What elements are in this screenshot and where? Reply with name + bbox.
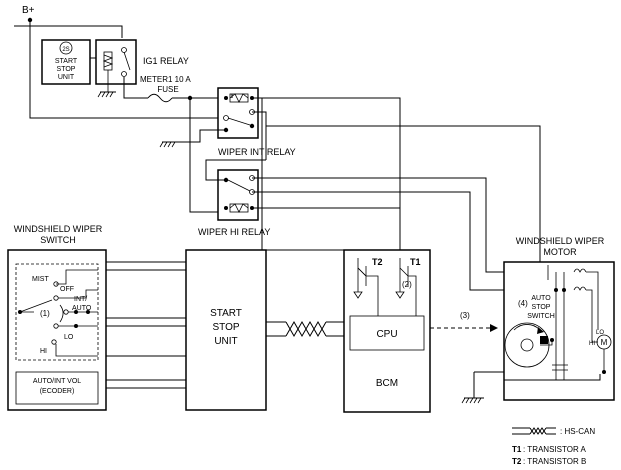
transistor-t2	[353, 258, 379, 316]
bplus-wire	[29, 18, 232, 119]
int-auto-label-2: AUTO	[72, 305, 92, 312]
fuse-symbol	[147, 93, 173, 103]
switch-internals	[18, 269, 98, 357]
wws-title-2: SWITCH	[40, 235, 76, 245]
hi-label: HI	[40, 348, 47, 355]
legend-t1-text: : TRANSISTOR A	[523, 445, 586, 454]
motor-hi-label: HI	[589, 341, 595, 347]
ssu-small-line3: UNIT	[58, 74, 75, 81]
mist-label: MIST	[32, 276, 49, 283]
off-label: OFF	[60, 286, 74, 293]
motor-internal-wiring: M	[547, 265, 612, 380]
wiper-int-relay-label: WIPER INT RELAY	[218, 147, 296, 157]
bcm-label: BCM	[376, 378, 398, 389]
legend-t2-text: : TRANSISTOR B	[523, 457, 586, 466]
ground-motor	[461, 397, 484, 404]
start-stop-unit	[185, 249, 267, 411]
motor-m-label: M	[601, 338, 608, 347]
encoder-label-2: (ECODER)	[40, 388, 75, 395]
callout-3: (3)	[460, 311, 470, 320]
legend-t2-key: T2	[512, 457, 522, 466]
wwm-title-1: WINDSHIELD WIPER	[516, 236, 605, 246]
int-auto-label-1: INT/	[74, 296, 87, 303]
lo-label: LO	[64, 334, 74, 341]
motor-ground-wire	[474, 371, 601, 381]
ig1-to-fuse-wire	[123, 77, 148, 99]
ssu-label-1: START	[210, 308, 242, 319]
windshield-wiper-motor	[503, 261, 615, 401]
wwm-title-2: MOTOR	[543, 247, 577, 257]
int-relay-to-motor-wire	[266, 125, 548, 266]
legend-hs-can: : HS-CAN	[560, 427, 595, 436]
legend-t1-key: T1	[512, 445, 522, 454]
int-contact-wire	[252, 111, 267, 160]
meter-fuse-label-2: FUSE	[157, 85, 178, 94]
signal-3-arrow	[490, 324, 498, 332]
two-s-label: 2S	[62, 47, 69, 53]
ground-int-relay	[159, 141, 180, 148]
bplus-terminal	[27, 17, 33, 23]
ground-ig1	[97, 91, 116, 98]
hs-can-twisted-pair	[266, 320, 346, 338]
t2-label: T2	[372, 257, 383, 267]
auto-stop-2: STOP	[532, 304, 551, 311]
wiper-hi-relay	[217, 169, 259, 221]
meter-fuse-label: METER1 10 A	[140, 75, 191, 84]
callout-4: (4)	[518, 299, 528, 308]
b-plus-label: B+	[22, 5, 35, 16]
cpu-label: CPU	[376, 329, 397, 340]
wiper-hi-relay-label: WIPER HI RELAY	[198, 227, 270, 237]
t1-label: T1	[410, 257, 421, 267]
wws-title-1: WINDSHIELD WIPER	[14, 224, 103, 234]
windshield-wiper-switch	[7, 249, 107, 411]
motor-lo-label: LO	[596, 330, 604, 336]
ssu-small-line1: START	[55, 58, 78, 65]
auto-stop-3: SWITCH	[527, 313, 555, 320]
start-stop-unit-small: 2S START STOP UNIT	[41, 39, 91, 85]
bplus-to-ig1-wire	[30, 25, 123, 38]
ssu-label-2: STOP	[212, 322, 239, 333]
transistor-t1	[395, 258, 417, 316]
ssu-label-3: UNIT	[214, 336, 237, 347]
ssu-small-line2: STOP	[57, 66, 76, 73]
callout-2: (2)	[402, 280, 412, 289]
ig1-relay-label: IG1 RELAY	[143, 56, 189, 66]
ig1-relay	[95, 39, 137, 92]
auto-stop-1: AUTO	[531, 295, 551, 302]
int-relay-ground-wire	[176, 129, 226, 143]
callout-1: (1)	[40, 309, 50, 318]
encoder-label-1: AUTO/INT VOL	[33, 378, 81, 385]
int-to-hi-wire	[205, 159, 266, 181]
fuse-to-hi-relay-wire	[189, 98, 218, 213]
legend-hs-can-symbol	[512, 427, 556, 435]
